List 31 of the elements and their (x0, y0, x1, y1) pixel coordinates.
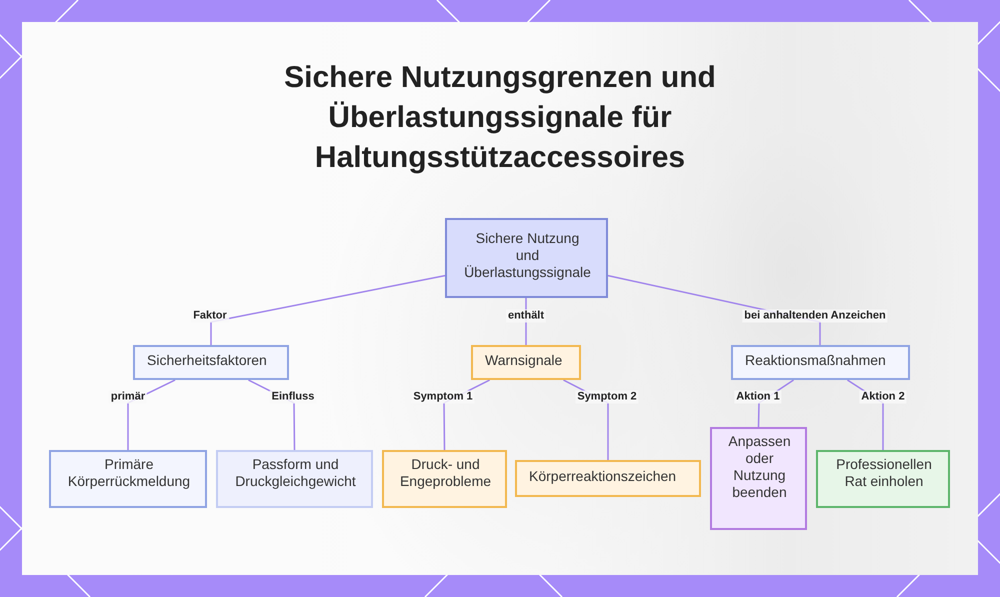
node-label: Sicherheitsfaktoren (147, 352, 268, 369)
edge-label: Faktor (191, 310, 229, 322)
edge-label: Symptom 1 (411, 390, 475, 404)
concept-box (471, 345, 581, 380)
connector-line (210, 274, 446, 345)
concept-box (216, 450, 373, 508)
edge-label: bei anhaltenden Anzeichen (742, 310, 888, 322)
node-label: Professionellen Rat einholen (835, 456, 933, 490)
concept-box (515, 460, 701, 497)
concept-box (731, 345, 910, 380)
title: Sichere Nutzungsgrenzen und Überlastungssignale für Haltungsstützaccessoires (283, 60, 717, 176)
concept-box (445, 218, 608, 298)
node-label: Primäre Körperrückmeldung (66, 456, 192, 490)
concept-box (710, 427, 807, 530)
node-label: Warnsignale (485, 352, 564, 369)
concept-box (382, 450, 507, 508)
node-label: Körperreaktionszeichen (529, 468, 678, 485)
node-label: Passform und Druckgleichgewicht (234, 456, 357, 490)
node-label: Druck- und Engeprobleme (398, 456, 492, 490)
edge-label: Aktion 1 (734, 390, 782, 404)
edge-label: enthält (506, 310, 546, 322)
edge-label: Symptom 2 (575, 390, 639, 404)
concept-box (49, 450, 207, 508)
edge-label: primär (108, 390, 148, 404)
edge-label: Aktion 2 (859, 390, 907, 404)
edge-label: Einfluss (270, 390, 316, 404)
node-label: Reaktionsmaßnahmen (745, 352, 887, 369)
concept-box (133, 345, 289, 380)
node-label: Sichere Nutzung und Überlastungssignale (464, 230, 591, 281)
node-label: Anpassen oder Nutzung beenden (728, 433, 791, 501)
concept-box (816, 450, 950, 508)
